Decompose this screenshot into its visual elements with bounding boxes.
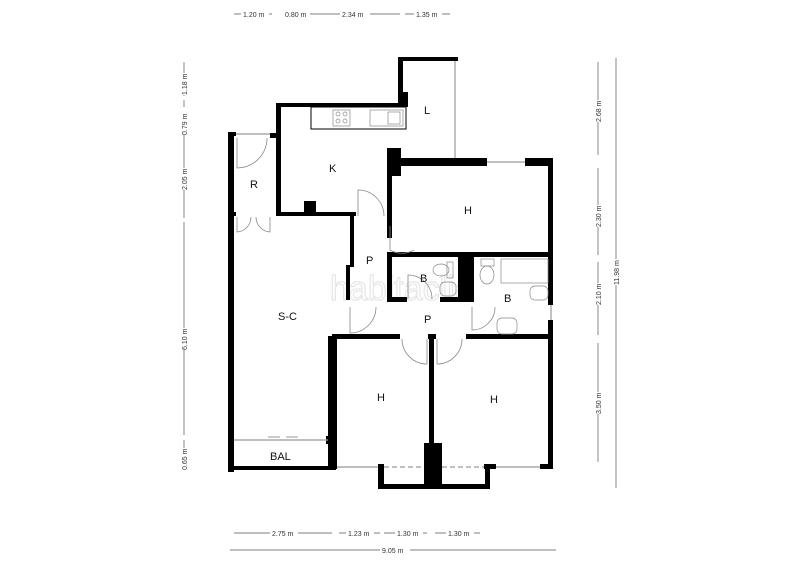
room-label-balcony: BAL (270, 451, 291, 463)
dim-left-1: 1.18 m (182, 73, 189, 95)
room-label-bedroom-bottom-left: H (377, 392, 385, 404)
room-label-storage: R (250, 179, 258, 191)
bidet-icon (529, 285, 549, 301)
room-label-hall-upper: P (366, 255, 373, 267)
windows (234, 61, 552, 468)
dim-top-1: 1.20 m (243, 12, 265, 19)
dim-left-5: 0.65 m (182, 448, 189, 470)
dim-right-1: 2.68 m (596, 100, 603, 122)
dim-bottom-4: 1.30 m (448, 531, 470, 538)
sink-icon (369, 109, 404, 127)
dim-bottom-total: 9.05 m (382, 548, 404, 555)
doors (236, 137, 496, 365)
toilet-icon (432, 258, 495, 285)
room-label-bedroom-top: H (464, 205, 472, 217)
kitchen-counter (310, 106, 407, 130)
room-label-living-dining: S-C (278, 311, 297, 323)
room-label-bath-small: B (420, 273, 427, 285)
dim-left-2: 0.79 m (182, 113, 189, 135)
washbasin-icon (439, 281, 518, 335)
dim-left-4: 6.10 m (182, 328, 189, 350)
watermark: habitaclia (330, 270, 474, 308)
room-label-laundry: L (424, 105, 430, 117)
room-label-hall-lower: P (424, 314, 431, 326)
dim-right-total: 11.98 m (614, 260, 621, 285)
dim-top-3: 2.34 m (342, 12, 364, 19)
room-label-bedroom-bottom-right: H (490, 394, 498, 406)
walls (228, 57, 553, 489)
dim-bottom-3: 1.30 m (397, 531, 419, 538)
stove-icon (332, 109, 351, 127)
dim-bottom-1: 2.75 m (272, 531, 294, 538)
dim-bottom-2: 1.23 m (348, 531, 370, 538)
dim-top-4: 1.35 m (416, 12, 438, 19)
dim-right-4: 3.50 m (596, 392, 603, 414)
room-label-bath-large: B (504, 293, 511, 305)
dim-left-3: 2.05 m (182, 168, 189, 190)
dim-right-2: 2.30 m (596, 205, 603, 227)
dim-right-3: 2.10 m (596, 283, 603, 305)
bathtub-icon (500, 258, 549, 284)
dim-top-2: 0.80 m (285, 12, 307, 19)
room-label-kitchen: K (329, 163, 337, 175)
